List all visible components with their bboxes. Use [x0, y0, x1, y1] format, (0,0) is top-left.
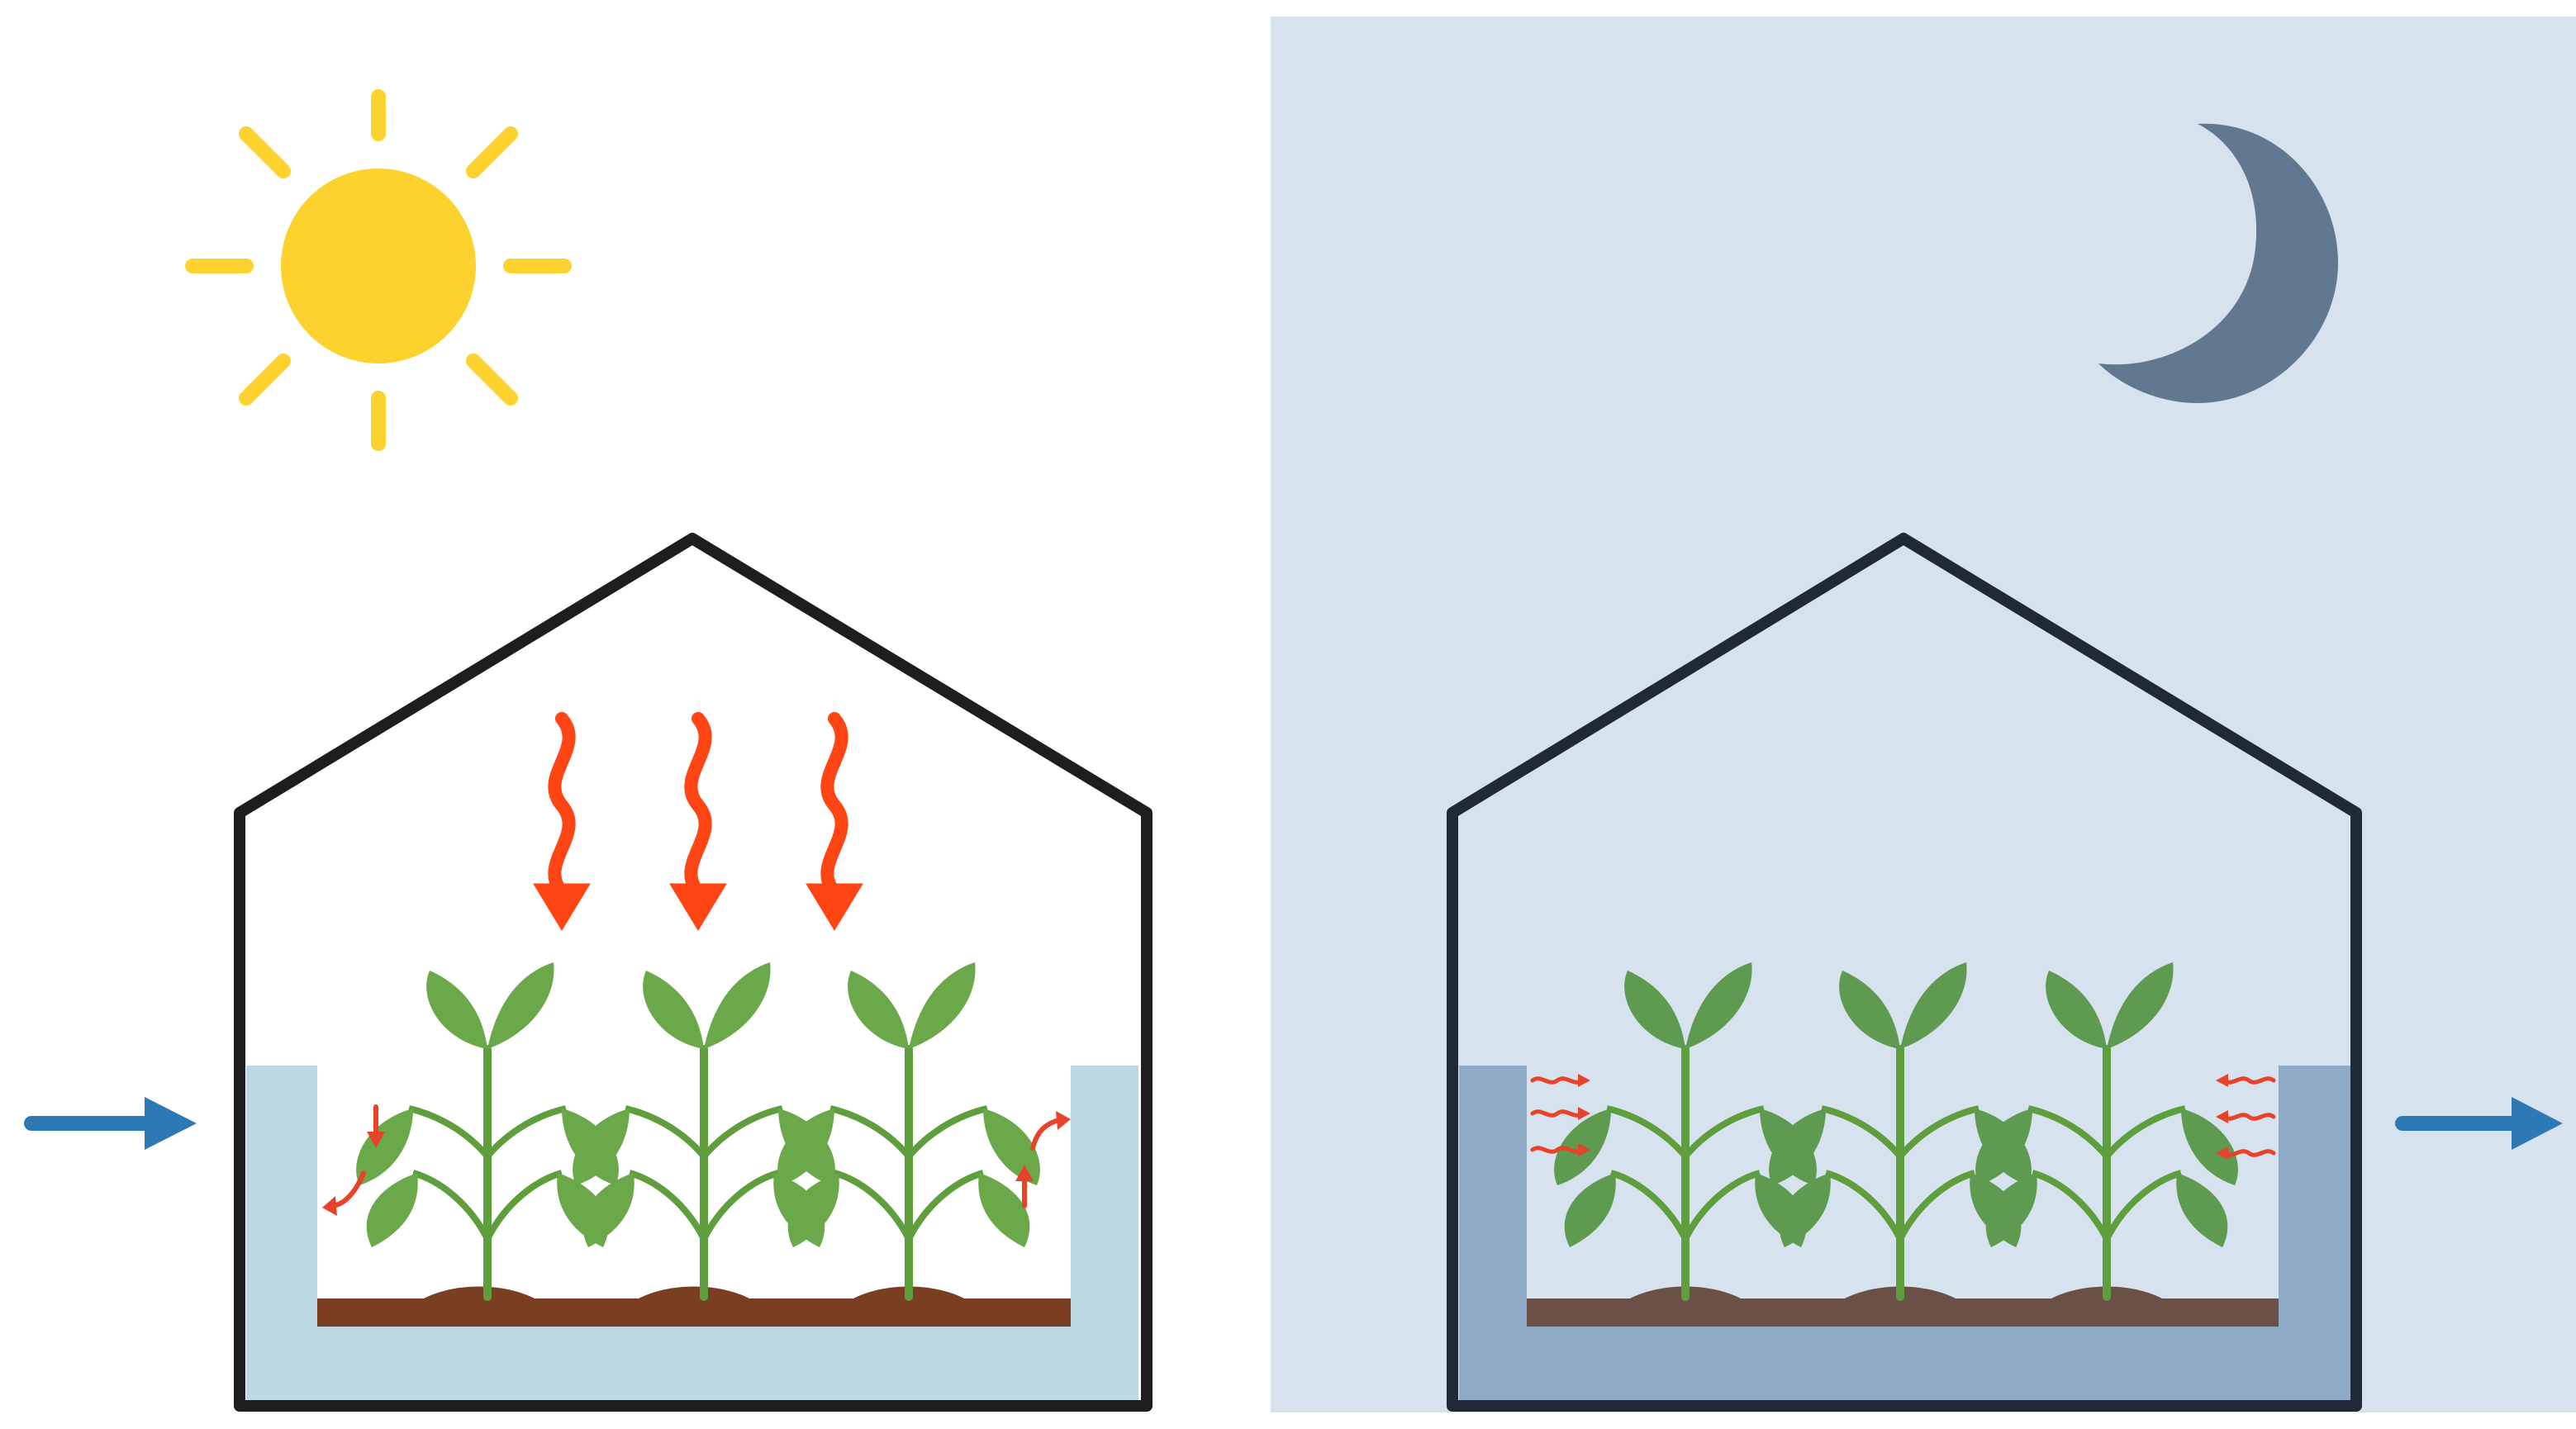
day-soil: [317, 1286, 1071, 1327]
day-plants: [356, 962, 1040, 1297]
night-thermal-mass: [1459, 1066, 2351, 1406]
solar-radiation-arrows-icon: [534, 719, 863, 930]
heat-absorption-arrows-icon: [322, 1104, 1071, 1216]
sun-icon: [185, 89, 572, 451]
day-thermal-mass: [246, 1066, 1138, 1406]
plant-icon: [356, 962, 619, 1297]
night-panel: [1271, 17, 2576, 1412]
plant-icon: [777, 962, 1040, 1297]
night-soil: [1527, 1286, 2279, 1327]
outflow-arrow-icon: [2395, 1097, 2563, 1150]
plant-icon: [573, 962, 835, 1297]
heat-release-arrows-icon: [1530, 1074, 2276, 1160]
day-panel: [24, 89, 1153, 1412]
night-greenhouse-outline: [1447, 533, 2362, 1412]
day-greenhouse-outline: [234, 533, 1153, 1412]
crescent-moon-icon: [2098, 123, 2338, 403]
inflow-arrow-icon: [24, 1097, 197, 1150]
